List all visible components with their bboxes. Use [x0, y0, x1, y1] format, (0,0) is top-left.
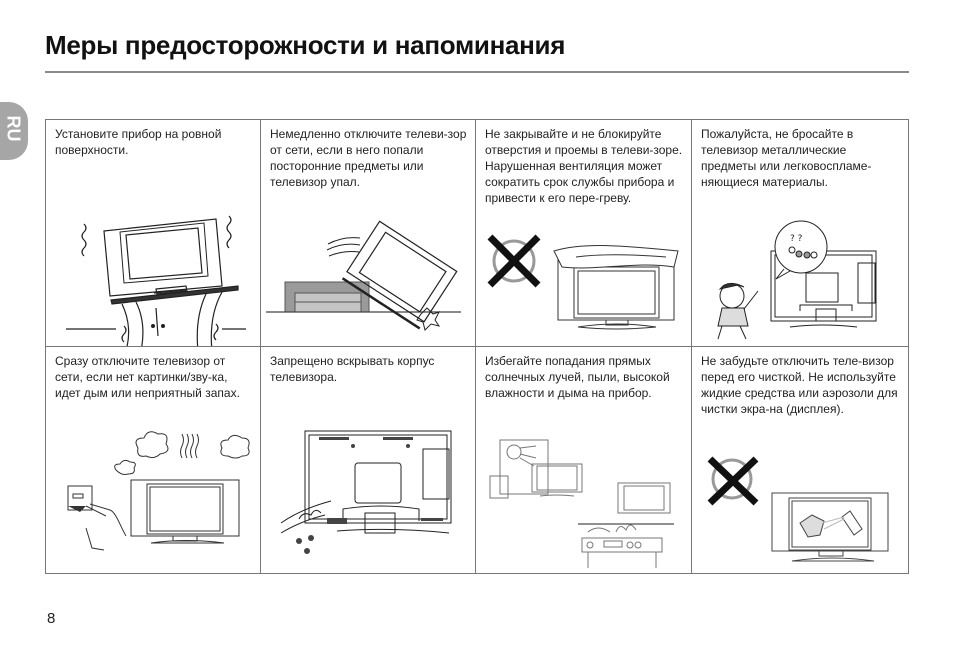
page-number: 8: [47, 610, 56, 627]
no-spray-cleaning-icon: [707, 456, 889, 562]
svg-text:? ?: ? ?: [790, 234, 803, 244]
tv-back-screwdriver-icon: [280, 430, 452, 554]
tv-on-uneven-stand-icon: [66, 215, 246, 346]
title-divider: [45, 71, 909, 73]
precaution-cell-environment: Избегайте попадания прямых солнечных луч…: [476, 347, 692, 573]
precaution-text: Пожалуйста, не бросайте в телевизор мета…: [701, 127, 872, 189]
precaution-text: Сразу отключите телевизор от сети, если …: [55, 354, 240, 400]
precaution-text: Не закрывайте и не блокируйте отверстия …: [485, 127, 683, 205]
unplug-smoking-tv-icon: [67, 431, 250, 551]
precaution-text: Не забудьте отключить теле-визор перед е…: [701, 354, 898, 416]
sun-and-kitchen-icon: [489, 439, 674, 568]
precautions-grid: Установите прибор на ровной поверхности.: [45, 119, 909, 574]
precaution-cell-level-surface: Установите прибор на ровной поверхности.: [46, 120, 261, 347]
precaution-cell-no-opening: Запрещено вскрывать корпус телевизора.: [261, 347, 476, 573]
precaution-cell-tv-fell: Немедленно отключите телеви-зор от сети,…: [261, 120, 476, 347]
boy-throwing-objects-icon: ? ?: [717, 220, 877, 340]
page-title: Меры предосторожности и напоминания: [45, 30, 566, 60]
precaution-text: Избегайте попадания прямых солнечных луч…: [485, 354, 670, 400]
precaution-text: Запрещено вскрывать корпус телевизора.: [270, 354, 435, 384]
tv-covered-prohibited-icon: [487, 234, 679, 330]
precaution-text: Установите прибор на ровной поверхности.: [55, 127, 222, 157]
precaution-cell-no-objects: Пожалуйста, не бросайте в телевизор мета…: [692, 120, 908, 347]
precaution-cell-cleaning: Не забудьте отключить теле-визор перед е…: [692, 347, 908, 573]
precaution-text: Немедленно отключите телеви-зор от сети,…: [270, 127, 467, 189]
precaution-cell-smoke: Сразу отключите телевизор от сети, если …: [46, 347, 261, 573]
precaution-cell-ventilation: Не закрывайте и не блокируйте отверстия …: [476, 120, 692, 347]
language-tab: RU: [0, 102, 28, 160]
tv-falling-icon: [266, 220, 461, 331]
